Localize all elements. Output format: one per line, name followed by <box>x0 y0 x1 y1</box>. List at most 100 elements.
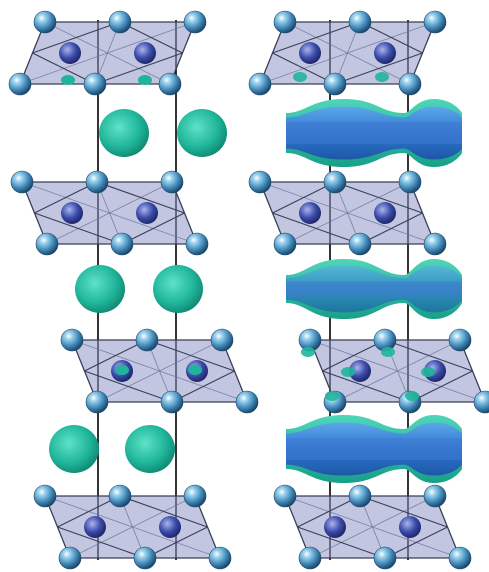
anion-atom <box>60 328 84 352</box>
charge-density-blob <box>153 265 203 313</box>
anion-atom <box>373 546 397 570</box>
anion-atom <box>273 232 297 256</box>
octahedral-layer <box>248 170 447 256</box>
polyhedron-edge <box>34 181 98 214</box>
polyhedron-edge <box>144 526 208 559</box>
anion-atom <box>85 170 109 194</box>
anion-atom <box>473 390 489 414</box>
polyhedron-edge <box>297 526 386 559</box>
anion-atom <box>273 10 297 34</box>
anion-atom <box>423 232 447 256</box>
polyhedron-edge <box>334 52 423 85</box>
charge-density-cap <box>293 72 307 82</box>
octahedral-layer <box>298 328 489 414</box>
anion-atom <box>185 232 209 256</box>
anion-atom <box>348 10 372 34</box>
polyhedron-edge <box>57 495 121 528</box>
cation-atom <box>324 516 346 538</box>
charge-density-blob <box>125 425 175 473</box>
anion-atom <box>158 72 182 96</box>
anion-atom <box>58 546 82 570</box>
polyhedron-edge <box>94 52 183 85</box>
polyhedron-edge <box>84 370 173 403</box>
polyhedron-edge <box>119 495 208 528</box>
polyhedron-edge <box>32 52 96 85</box>
charge-density-cap <box>301 347 315 357</box>
cation-atom <box>136 202 158 224</box>
cation-atom <box>84 516 106 538</box>
polyhedron-edge <box>272 212 361 245</box>
charge-density-cap <box>405 391 419 401</box>
anion-atom <box>235 390 259 414</box>
polyhedron-edge <box>297 495 361 528</box>
cation-atom <box>299 42 321 64</box>
anion-atom <box>183 10 207 34</box>
octahedral-layer <box>8 10 207 96</box>
charge-density-blob <box>75 265 125 313</box>
anion-atom <box>83 72 107 96</box>
anion-atom <box>183 484 207 508</box>
cation-atom <box>61 202 83 224</box>
polyhedron-edge <box>32 21 121 54</box>
octahedral-layer <box>273 484 472 570</box>
polyhedron-edge <box>359 495 448 528</box>
cation-atom <box>299 202 321 224</box>
charge-density-cap <box>375 72 389 82</box>
polyhedron-edge <box>84 339 148 372</box>
polyhedron-edge <box>171 370 235 403</box>
anion-atom <box>35 232 59 256</box>
cation-atom <box>59 42 81 64</box>
charge-density-cap <box>138 75 152 85</box>
polyhedron-edge <box>359 212 423 245</box>
anion-atom <box>33 484 57 508</box>
cation-atom <box>374 202 396 224</box>
charge-density-cap <box>115 365 129 375</box>
anion-atom <box>348 484 372 508</box>
anion-atom <box>348 232 372 256</box>
anion-atom <box>448 328 472 352</box>
polyhedron-edge <box>34 212 123 245</box>
anion-atom <box>10 170 34 194</box>
charge-density-cap <box>381 347 395 357</box>
anion-atom <box>8 72 32 96</box>
octahedral-layer <box>248 10 447 96</box>
charge-density-blob <box>49 425 99 473</box>
anion-atom <box>248 170 272 194</box>
polyhedron-edge <box>96 181 185 214</box>
left-panel <box>8 10 259 570</box>
cation-atom <box>134 42 156 64</box>
anion-atom <box>398 170 422 194</box>
polyhedron-edge <box>334 181 423 214</box>
anion-atom <box>110 232 134 256</box>
polyhedron-edge <box>272 181 336 214</box>
charge-density-cap <box>421 367 435 377</box>
polyhedron-edge <box>119 21 183 54</box>
tube-core <box>286 281 462 297</box>
polyhedron-edge <box>146 339 235 372</box>
charge-density-cap <box>341 367 355 377</box>
anion-atom <box>85 390 109 414</box>
polyhedron-edge <box>384 526 448 559</box>
anion-atom <box>108 484 132 508</box>
polyhedron-edge <box>272 52 336 85</box>
octahedral-layer <box>60 328 259 414</box>
right-panel <box>248 10 489 570</box>
charge-density-tube <box>286 259 462 319</box>
charge-density-cap <box>61 75 75 85</box>
anion-atom <box>160 170 184 194</box>
anion-atom <box>273 484 297 508</box>
polyhedron-edge <box>409 370 473 403</box>
polyhedron-edge <box>384 339 473 372</box>
polyhedron-edge <box>322 370 411 403</box>
polyhedron-edge <box>57 526 146 559</box>
anion-atom <box>298 546 322 570</box>
charge-density-tube <box>286 415 462 483</box>
charge-density-blob <box>177 109 227 157</box>
anion-atom <box>135 328 159 352</box>
charge-density-cap <box>325 391 339 401</box>
tube-core <box>286 438 462 460</box>
polyhedron-edge <box>121 212 185 245</box>
tube-core <box>286 122 462 144</box>
octahedral-layer <box>10 170 209 256</box>
